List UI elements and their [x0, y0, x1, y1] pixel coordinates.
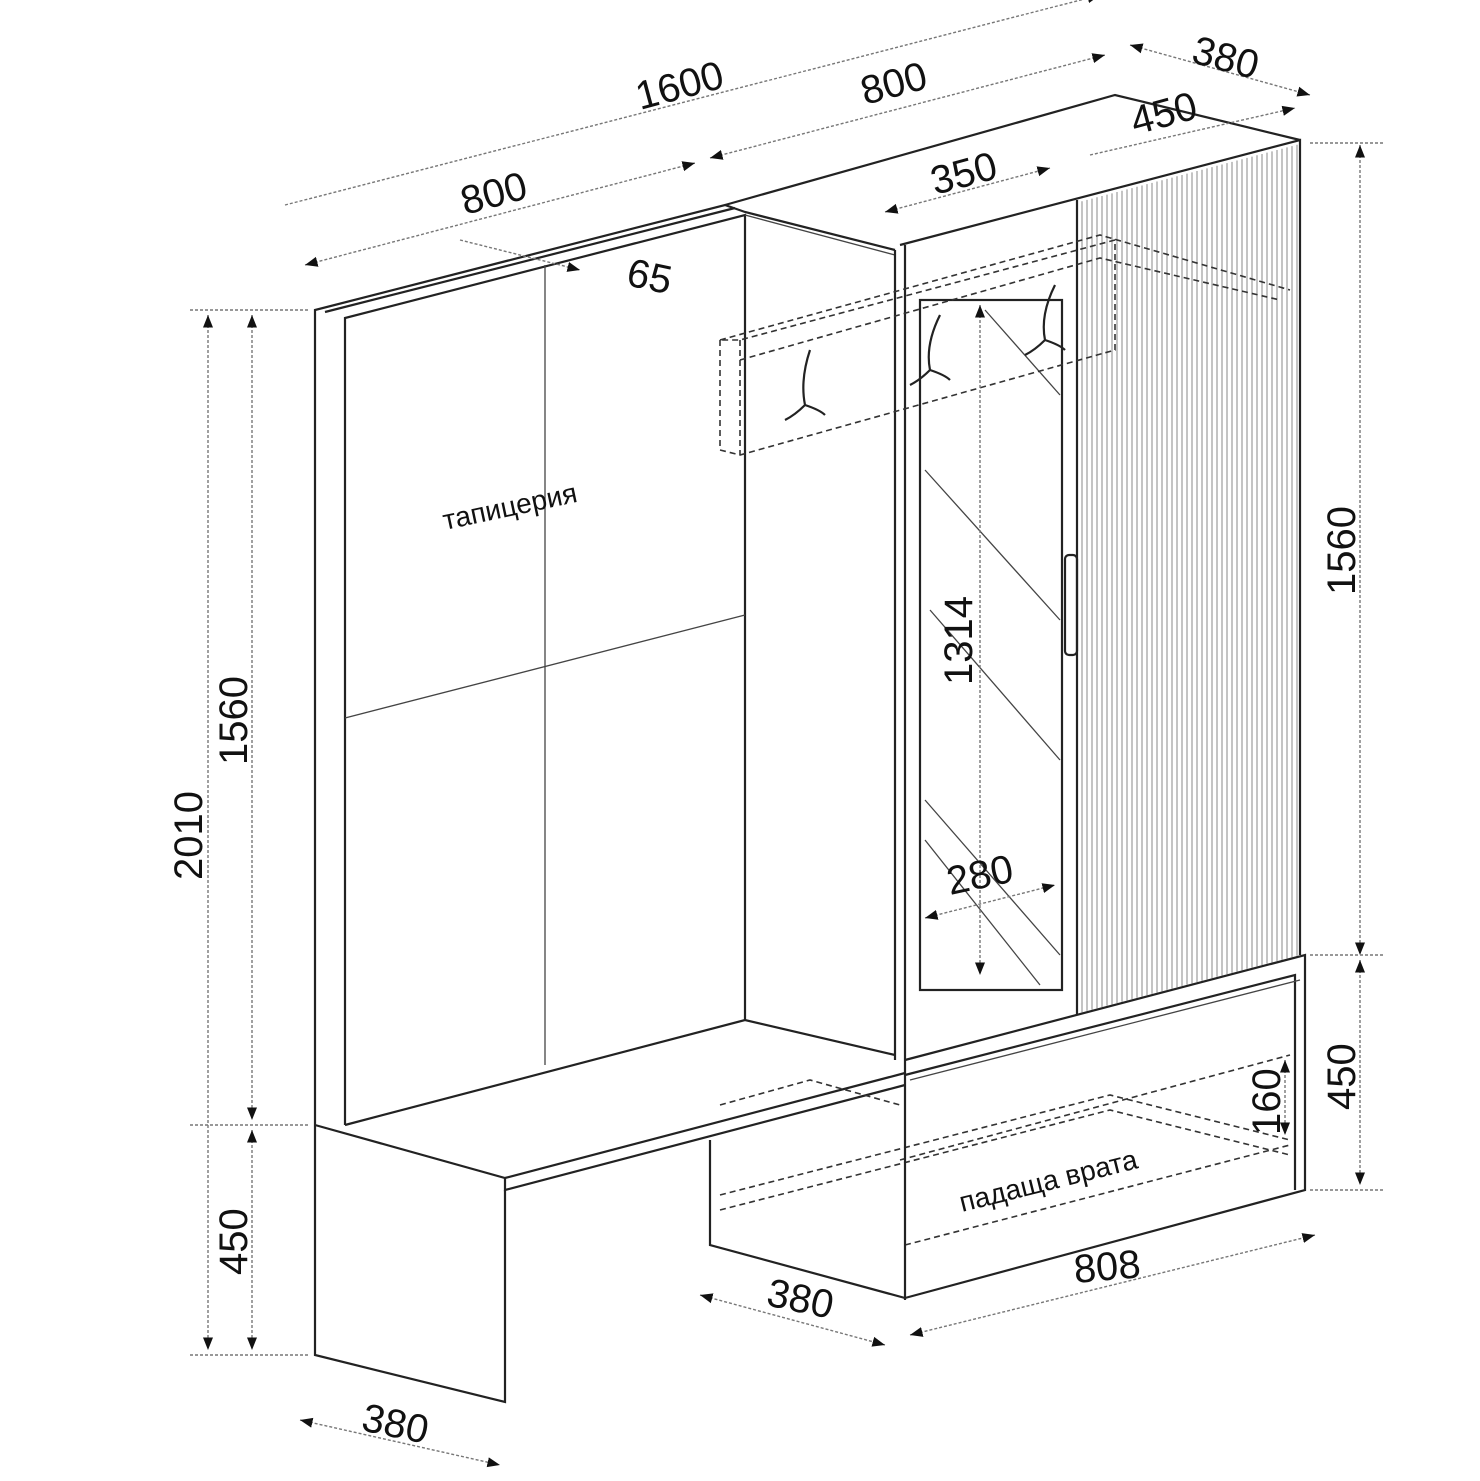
dim-upholstery-thickness: 65 [623, 251, 676, 303]
dim-mirror-height: 1314 [937, 596, 981, 685]
dim-left-lower-height: 450 [212, 1208, 256, 1275]
dim-bench-depth: 380 [358, 1396, 432, 1453]
dim-right-upper-height: 1560 [1320, 506, 1364, 595]
dim-depth-top: 380 [1188, 28, 1264, 88]
mirror-reflection [924, 309, 1061, 986]
upholstery-label: тапицерия [440, 477, 580, 536]
dim-mirror-width: 280 [943, 847, 1017, 904]
dimension-labels: 1600 800 800 380 450 350 65 1314 280 156… [167, 28, 1364, 1452]
hook-icon [784, 284, 1066, 421]
dim-tall-cabinet-width: 450 [1126, 84, 1202, 144]
dim-right-lower-height: 450 [1320, 1043, 1364, 1110]
dim-mirror-door-width: 350 [926, 144, 1002, 204]
dim-total-height: 2010 [167, 791, 211, 880]
backrest [313, 203, 896, 1125]
dim-flap-door-height: 160 [1245, 1068, 1289, 1135]
bench-seat [313, 1018, 906, 1404]
dimension-lines [190, 0, 1385, 1468]
coat-rack [719, 234, 1291, 456]
flap-door-label: падаща врата [956, 1143, 1141, 1217]
dim-middle-depth: 380 [763, 1271, 837, 1328]
dim-top-right-width: 800 [856, 54, 932, 114]
tall-cabinet [724, 93, 1307, 1300]
dim-total-width: 1600 [631, 53, 728, 119]
fluted-panel [1081, 144, 1298, 1013]
dim-top-left-width: 800 [456, 164, 532, 224]
dim-lower-cabinet-width: 808 [1072, 1242, 1142, 1292]
under-seat-box [708, 1054, 1291, 1300]
door-handle [1063, 553, 1079, 657]
mirror [918, 298, 1064, 992]
dim-left-upper-height: 1560 [212, 676, 256, 765]
